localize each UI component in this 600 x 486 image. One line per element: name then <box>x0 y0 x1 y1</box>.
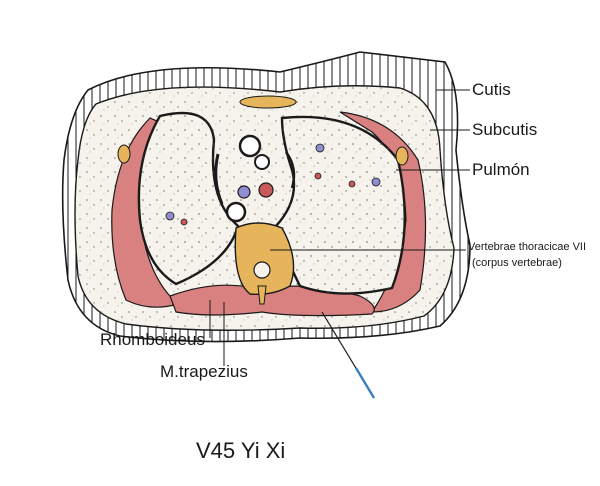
label-vertebrae-line1: Vertebrae thoracicae VII <box>468 241 587 253</box>
label-vertebrae-line2: (corpus vertebrae) <box>472 257 562 269</box>
label-subcutis: Subcutis <box>472 120 538 139</box>
vertebral-canal <box>253 261 271 279</box>
label-cutis: Cutis <box>472 80 511 99</box>
label-rhomboideus: Rhomboideus <box>100 330 205 349</box>
label-trapezius: M.trapezius <box>160 362 248 381</box>
vertebra-body <box>234 222 295 296</box>
mediastinum <box>214 134 296 223</box>
spinous-process <box>257 285 267 305</box>
label-pulmon: Pulmón <box>472 160 530 179</box>
leader-lines <box>209 89 470 366</box>
yellow-fat-bits <box>117 95 409 166</box>
pulmonary-vessels <box>165 143 381 226</box>
diagram-title: V45 Yi Xi <box>196 438 286 463</box>
